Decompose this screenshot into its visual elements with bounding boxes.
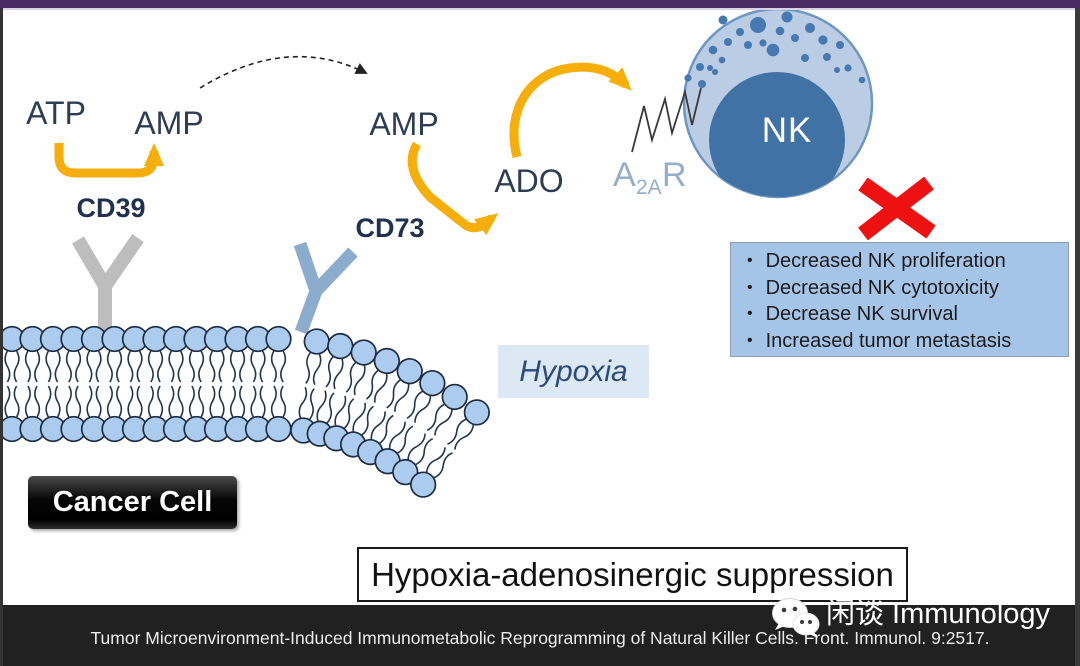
atp-label: ATP: [26, 95, 86, 131]
top-accent-bar: [0, 0, 1080, 8]
membrane-unit: [357, 358, 423, 466]
cd39-label: CD39: [76, 193, 145, 223]
cd73-reaction-arrow: [407, 141, 499, 236]
membrane-unit: [121, 325, 149, 443]
brand-name: 闲谈 Immunology: [826, 598, 1051, 630]
nk-effects-list: Decreased NK proliferation Decreased NK …: [743, 249, 1062, 355]
granule-dot: [844, 64, 852, 72]
brand: 闲谈 Immunology: [766, 595, 1050, 641]
membrane-unit: [0, 325, 26, 443]
amp-transfer-dashed-arrow: [199, 55, 368, 89]
top-accent-underline: [0, 8, 1080, 10]
hypoxia-label: Hypoxia: [519, 354, 628, 388]
granule-dot: [775, 26, 785, 36]
granule-dot: [805, 23, 815, 33]
granule-dot: [684, 74, 692, 82]
granule-dot: [698, 80, 706, 88]
footer-bar: Tumor Microenvironment-Induced Immunomet…: [0, 605, 1080, 666]
membrane-unit: [142, 325, 169, 443]
membrane-unit: [306, 332, 354, 447]
membrane-unit: [203, 325, 231, 443]
svg-text:A: A: [613, 156, 636, 194]
list-item: Decreased NK cytotoxicity: [743, 276, 1062, 303]
membrane-unit: [39, 325, 67, 443]
granule-dot: [718, 56, 726, 64]
granule-dot: [724, 38, 732, 46]
granule-dot: [718, 15, 728, 25]
membrane-unit: [392, 383, 468, 486]
cancer-cell-label: Cancer Cell: [52, 486, 213, 518]
granule-dot: [801, 54, 809, 62]
membrane-unit: [265, 325, 292, 443]
membrane-unit: [80, 325, 108, 443]
granule-dot: [781, 11, 793, 23]
cd73-label: CD73: [355, 213, 424, 243]
nk-cell: NK: [682, 7, 874, 199]
membrane-unit: [244, 325, 272, 443]
cancer-cell-box: Cancer Cell: [28, 476, 237, 529]
svg-text:R: R: [662, 156, 687, 194]
granule-dot: [707, 65, 713, 71]
ado-to-nk-arrow: [509, 62, 632, 159]
granule-dot: [858, 76, 866, 84]
granule-dot: [818, 35, 828, 45]
lipid-bilayer-membrane: [0, 325, 490, 498]
a2a-receptor-squiggle-icon: [631, 87, 702, 153]
membrane-unit: [374, 370, 446, 475]
membrane-unit: [101, 325, 128, 443]
pathway-diagram: NK ATP AMP CD39 AMP CD73 ADO A 2A R: [0, 7, 936, 498]
granule-dot: [836, 41, 844, 49]
amp-label-1: AMP: [134, 105, 203, 141]
a2ar-label: A 2A R: [613, 156, 687, 199]
membrane-unit: [60, 325, 87, 443]
granule-dot: [712, 69, 718, 75]
granule-dot: [744, 41, 752, 49]
granule-dot: [750, 17, 766, 33]
cd39-receptor-y: [71, 234, 144, 332]
nk-granules: [684, 11, 866, 88]
granule-dot: [696, 63, 704, 71]
cd39-reaction-arrow: [54, 143, 164, 178]
granule-dot: [791, 34, 799, 42]
nk-effects-box: Decreased NK proliferation Decreased NK …: [730, 242, 1069, 357]
amp-label-2: AMP: [369, 106, 438, 142]
membrane-unit: [162, 325, 190, 443]
ado-label: ADO: [494, 163, 563, 199]
granule-dot: [736, 28, 744, 36]
membrane-unit: [410, 399, 490, 498]
granule-dot: [823, 53, 831, 61]
granule-dot: [759, 39, 767, 47]
list-item: Decreased NK proliferation: [743, 249, 1062, 276]
figure-title: Hypoxia-adenosinergic suppression: [371, 555, 894, 593]
citation-text: Tumor Microenvironment-Induced Immunomet…: [90, 628, 990, 648]
left-frame-edge: [0, 8, 3, 666]
hypoxia-box: Hypoxia: [498, 345, 649, 398]
granule-dot: [708, 45, 718, 55]
nk-label: NK: [762, 111, 813, 150]
right-frame-edge: [1075, 8, 1080, 666]
membrane-unit: [183, 325, 210, 443]
membrane-unit: [224, 325, 251, 443]
cd73-receptor-y: [293, 241, 358, 335]
svg-text:2A: 2A: [636, 176, 662, 199]
list-item: Increased tumor metastasis: [743, 329, 1062, 356]
list-item: Decrease NK survival: [743, 302, 1062, 329]
membrane-unit: [19, 325, 46, 443]
inhibition-x-icon: [858, 176, 936, 241]
granule-dot: [766, 43, 780, 57]
wechat-logo-icon: [772, 598, 820, 638]
figure-title-box: Hypoxia-adenosinergic suppression: [357, 547, 908, 602]
granule-dot: [834, 67, 840, 73]
